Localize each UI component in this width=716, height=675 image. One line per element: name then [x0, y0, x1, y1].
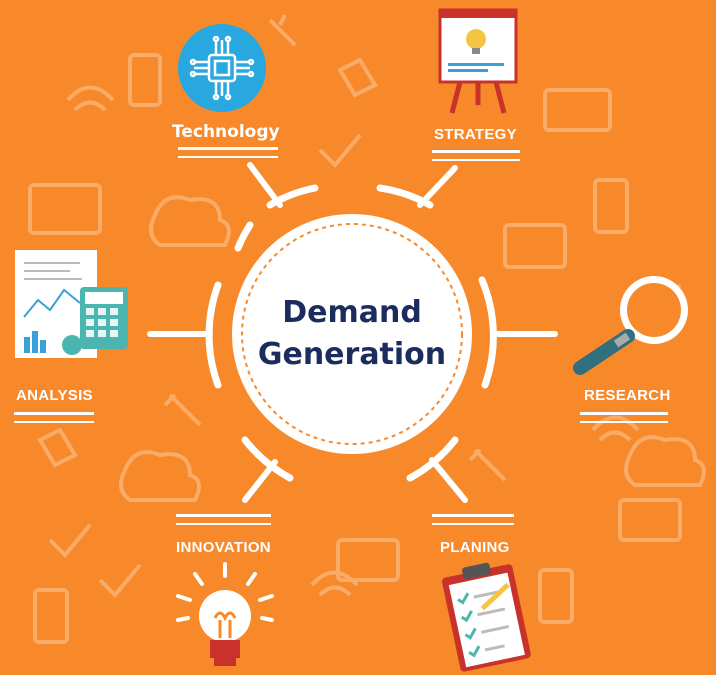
- underline-planing: [432, 514, 514, 525]
- magnifier-icon: [573, 276, 688, 375]
- node-label-research: RESEARCH: [584, 387, 671, 404]
- microchip-icon: [178, 24, 266, 112]
- underline-innovation: [176, 514, 271, 525]
- underline-strategy: [432, 150, 520, 161]
- underline-technology: [178, 147, 278, 158]
- ring-arc-top: [266, 184, 319, 209]
- center-title-line2: Generation: [257, 337, 447, 372]
- spoke-strategy: [417, 165, 458, 208]
- center-dashed-ring: [241, 223, 463, 445]
- underline-research: [580, 412, 668, 423]
- lightbulb-easel-icon: [438, 8, 518, 114]
- underline-analysis: [14, 412, 94, 423]
- node-label-planing: PLANING: [440, 539, 510, 556]
- node-label-innovation: INNOVATION: [176, 539, 271, 556]
- lightbulb-icon: [176, 562, 274, 666]
- center-circle: [232, 214, 472, 454]
- ring-arc-top-left: [234, 221, 254, 252]
- clipboard-checklist-icon: [441, 562, 531, 672]
- center-title-line1: Demand: [282, 295, 422, 330]
- spoke-planing: [429, 457, 468, 503]
- ring-arc-bottom-left: [241, 436, 294, 482]
- node-label-strategy: STRATEGY: [434, 126, 517, 143]
- node-label-analysis: ANALYSIS: [16, 387, 93, 404]
- spoke-technology: [247, 162, 283, 208]
- report-calculator-icon: [15, 250, 128, 358]
- ring-arc-top-right: [376, 184, 434, 209]
- spoke-innovation: [242, 459, 278, 503]
- ring-arc-right: [478, 276, 497, 389]
- node-label-technology: Technology: [172, 122, 280, 142]
- center-title: Demand Generation: [243, 292, 461, 376]
